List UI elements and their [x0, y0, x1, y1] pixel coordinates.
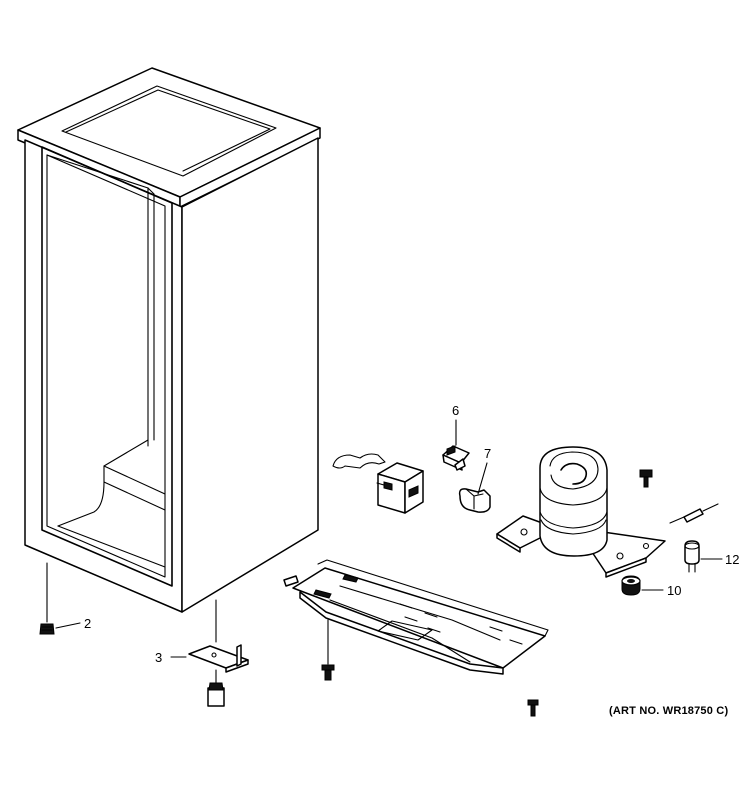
callout-7: 7 [484, 446, 491, 461]
grommet-part-10 [621, 575, 664, 596]
cabinet-shell [17, 67, 321, 613]
callout-2: 2 [84, 616, 91, 631]
compressor [496, 446, 666, 578]
callout-3: 3 [155, 650, 162, 665]
wiring-harness [669, 503, 719, 524]
relay-housing [376, 462, 424, 514]
overload-protector-part-6 [442, 419, 470, 471]
callout-12: 12 [725, 552, 739, 567]
leveling-leg-part-2 [39, 562, 81, 635]
art-number: (ART NO. WR18750 C) [609, 705, 729, 717]
callout-6: 6 [452, 403, 459, 418]
leg-bracket-part-3 [170, 599, 249, 707]
mounting-screw [639, 469, 653, 488]
callout-10: 10 [667, 583, 681, 598]
capacitor-part-12 [684, 540, 723, 573]
relay-clip-part-7 [458, 462, 491, 513]
screw [527, 699, 539, 717]
compressor-base-plate [283, 559, 549, 681]
hold-down-clip [332, 453, 386, 469]
